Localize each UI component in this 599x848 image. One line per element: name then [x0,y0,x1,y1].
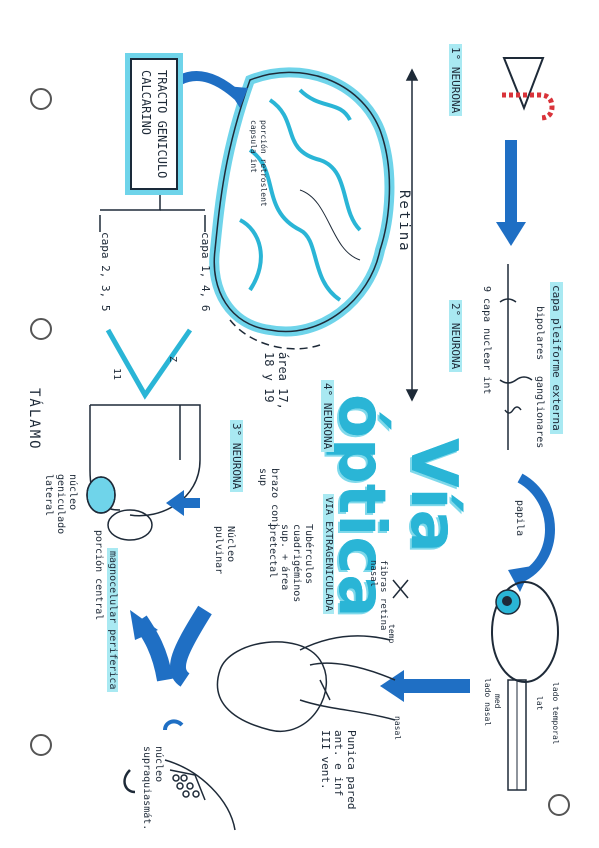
brazo-line2: sup [257,468,268,487]
retina-label: Retina [396,190,412,253]
magnocelular-label: magnocelular periferica [107,548,118,693]
retina-direction-arrow [496,140,526,246]
area-label: área 17, 18 y 19 [262,352,290,410]
retina-layer-line [499,264,533,450]
tracto-line1: TRACTO GENICULO [155,70,169,179]
temp-label: temp [387,624,396,644]
title-via: Vía [396,438,470,553]
fibras-label: fibras retina nasal [368,560,388,630]
fibras-line2: nasal [368,560,378,588]
tuberculos-line1: Tubérculos [303,524,314,585]
via-extrageniculada: VIA EXTRAGENICULADA [323,494,334,615]
porcion-retro-label: porción retroslent capsula int [248,120,268,207]
porcion-central-label: porción central [93,530,104,621]
binder-hole-middle [30,318,52,340]
pulvinar-line2: pulvinar [213,526,224,575]
papila-arrow [517,473,555,583]
neurona-4: 4° NEURONA [321,380,334,453]
porcion-retro-line1: porción retroslent [259,120,268,207]
tracto-box: TRACTO GENICULO CALCARINO [128,44,180,205]
fibras-line1: fibras retina [378,560,388,631]
nuclear-label: 9 capa nuclear int [481,286,492,395]
binder-hole-bottom [30,734,52,756]
big-curved-arrow [169,605,212,687]
capa-bracket [99,195,206,232]
eye-temporal: lado temporal [551,682,560,745]
pulvinar-label: Núcleo pulvinar [212,526,236,574]
tercer-ventriculo-label: Punica pared ant. e inf III vent. [319,730,358,809]
capa-146-label: capa 1, 4, 6 [199,232,212,312]
brazo-line1: brazo conj [269,468,280,529]
area-line1: área 17, [276,352,290,410]
v-shape [105,328,193,400]
triangle-icon [502,57,545,111]
nerve-arrow [380,670,470,702]
tuberculos-line4: pretectal [267,524,278,579]
geniculado-line3: lateral [43,474,54,517]
bipolares-label: bipolares [534,306,545,361]
papila-label: papila [514,500,525,537]
eye-nasal: lado nasal [483,678,492,727]
brain-drawing [209,67,395,350]
binder-hole-top [30,88,52,110]
geniculado-line1: núcleo [67,474,78,511]
mark-eleven: 11 [111,368,122,381]
magnocelular-text: magnocelular periferica [107,548,118,693]
supra-label: núcleo supraquiasmát. [140,746,164,830]
brazo-label: brazo conj sup [256,468,280,528]
retina-axis [405,68,419,402]
tracto-line2: CALCARINO [139,70,153,136]
mark-z: Z [167,356,178,363]
ganglionares-label: ganglionares [534,376,545,449]
binder-hole-right [548,794,570,816]
tuberculos-line2: cuadrigéminos [291,524,302,603]
geniculado-label: núcleo geniculado lateral [42,474,78,534]
tracto-arrow [177,71,242,100]
tuberculos-line3: sup. + área [279,524,290,591]
geniculado-line2: geniculado [55,474,66,535]
neurona-3: 3° NEURONA [230,420,243,493]
supra-line1: núcleo [153,746,164,783]
supra-line2: supraquiasmát. [141,746,152,831]
pulvinar-line1: Núcleo [225,526,236,563]
tercer-line1: Punica pared [345,730,358,810]
eye-lat: lat [535,696,544,711]
supraquiasmatic-drawing [123,719,236,831]
candy-cane-icon [502,92,555,121]
tercer-line3: III vent. [319,730,332,790]
capa-pleiforme: capa pleiforme externa [550,282,563,434]
nasal-small-label: nasal [393,716,402,741]
thalamus-drawing [86,404,201,541]
capa-235-label: capa 2, 3, 5 [99,232,112,312]
neurona-2: 2° NEURONA [449,300,462,373]
area-line2: 18 y 19 [262,352,276,403]
chiasm-drawing [216,635,396,733]
eye-med: med [493,694,502,709]
crossing-mark [392,579,409,599]
neurona-1: 1° NEURONA [449,44,462,117]
talamo-label: TÁLAMO [26,388,42,451]
tercer-line2: ant. e inf [332,730,345,797]
tuberculos-label: Tubérculos cuadrigéminos sup. + área pre… [266,524,314,602]
porcion-retro-line2: capsula int [249,120,258,173]
eye-drawing [491,581,559,791]
